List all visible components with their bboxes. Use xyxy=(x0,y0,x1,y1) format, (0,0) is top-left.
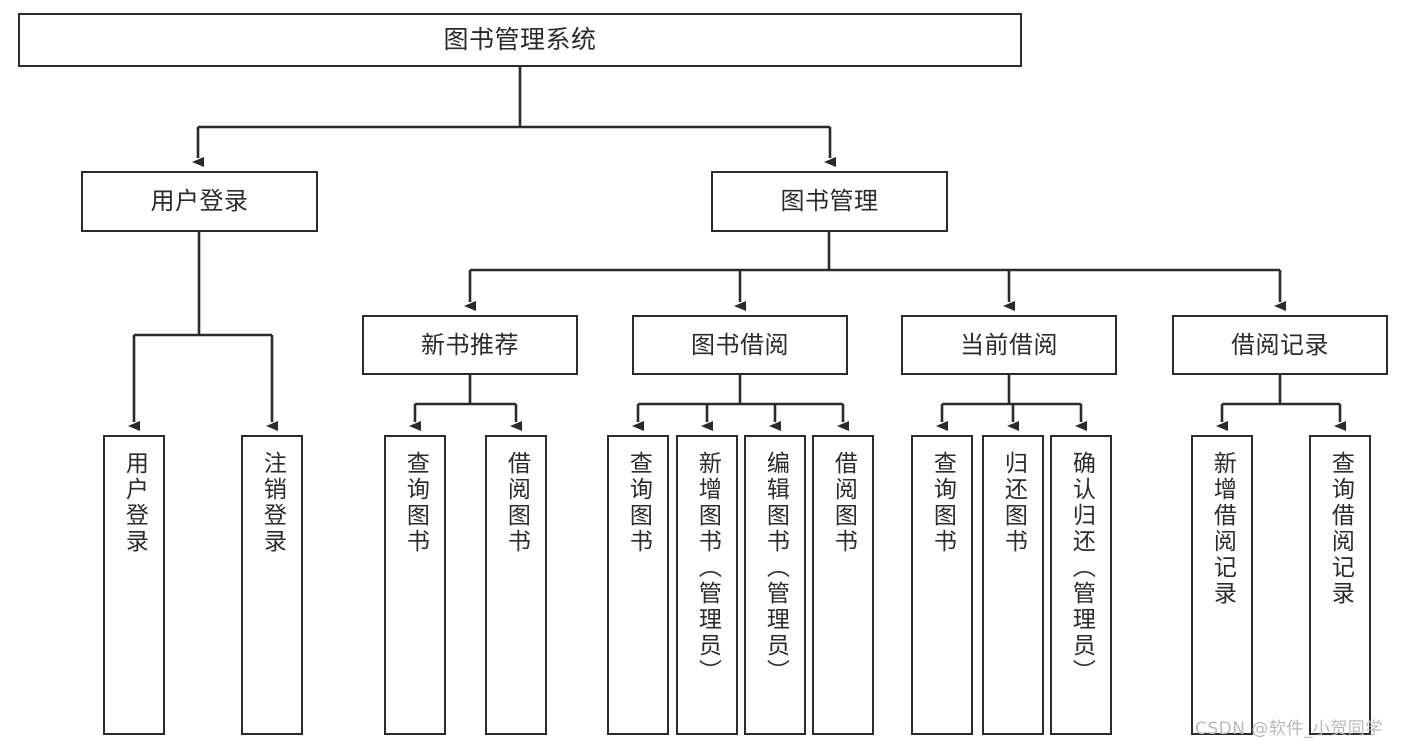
node-new-book-recommend-label: 新书推荐 xyxy=(421,330,519,359)
node-leaf-query-book-1-label: 查询图书 xyxy=(402,451,429,555)
node-leaf-confirm-return-label: 确认归还（管理员） xyxy=(1068,451,1095,685)
node-leaf-return-book-label: 归还图书 xyxy=(1000,451,1027,555)
node-current-borrow[interactable]: 当前借阅 xyxy=(901,315,1117,375)
node-leaf-logout-login[interactable]: 注销登录 xyxy=(241,435,303,735)
node-leaf-add-book[interactable]: 新增图书（管理员） xyxy=(676,435,738,735)
node-leaf-add-book-label: 新增图书（管理员） xyxy=(694,451,721,685)
node-leaf-add-record[interactable]: 新增借阅记录 xyxy=(1191,435,1253,735)
node-leaf-query-book-2[interactable]: 查询图书 xyxy=(607,435,669,735)
node-leaf-user-login[interactable]: 用户登录 xyxy=(103,435,165,735)
node-book-borrow-label: 图书借阅 xyxy=(691,330,789,359)
node-leaf-borrow-book-2-label: 借阅图书 xyxy=(830,451,857,555)
node-new-book-recommend[interactable]: 新书推荐 xyxy=(362,315,578,375)
node-leaf-logout-login-label: 注销登录 xyxy=(259,451,286,555)
node-leaf-confirm-return[interactable]: 确认归还（管理员） xyxy=(1050,435,1112,735)
node-leaf-query-book-3-label: 查询图书 xyxy=(929,451,956,555)
node-leaf-user-login-label: 用户登录 xyxy=(121,451,148,555)
node-leaf-query-book-2-label: 查询图书 xyxy=(625,451,652,555)
node-leaf-return-book[interactable]: 归还图书 xyxy=(982,435,1044,735)
node-borrow-record[interactable]: 借阅记录 xyxy=(1172,315,1388,375)
csdn-watermark: CSDN @软件_小贺同学 xyxy=(1195,719,1383,739)
node-leaf-borrow-book-1[interactable]: 借阅图书 xyxy=(485,435,547,735)
node-leaf-edit-book[interactable]: 编辑图书（管理员） xyxy=(744,435,806,735)
node-leaf-add-record-label: 新增借阅记录 xyxy=(1209,451,1236,607)
node-book-manage-label: 图书管理 xyxy=(780,187,879,216)
node-book-borrow[interactable]: 图书借阅 xyxy=(632,315,848,375)
node-current-borrow-label: 当前借阅 xyxy=(960,330,1058,359)
node-leaf-query-record[interactable]: 查询借阅记录 xyxy=(1309,435,1371,735)
node-leaf-query-book-1[interactable]: 查询图书 xyxy=(384,435,446,735)
node-leaf-query-record-label: 查询借阅记录 xyxy=(1327,451,1354,607)
node-user-login-label: 用户登录 xyxy=(150,187,249,216)
node-leaf-borrow-book-1-label: 借阅图书 xyxy=(503,451,530,555)
node-root[interactable]: 图书管理系统 xyxy=(18,13,1022,67)
node-borrow-record-label: 借阅记录 xyxy=(1231,330,1329,359)
node-user-login[interactable]: 用户登录 xyxy=(81,171,318,232)
node-book-manage[interactable]: 图书管理 xyxy=(711,171,948,232)
node-root-label: 图书管理系统 xyxy=(443,25,597,55)
node-leaf-edit-book-label: 编辑图书（管理员） xyxy=(762,451,789,685)
node-leaf-borrow-book-2[interactable]: 借阅图书 xyxy=(812,435,874,735)
node-leaf-query-book-3[interactable]: 查询图书 xyxy=(911,435,973,735)
